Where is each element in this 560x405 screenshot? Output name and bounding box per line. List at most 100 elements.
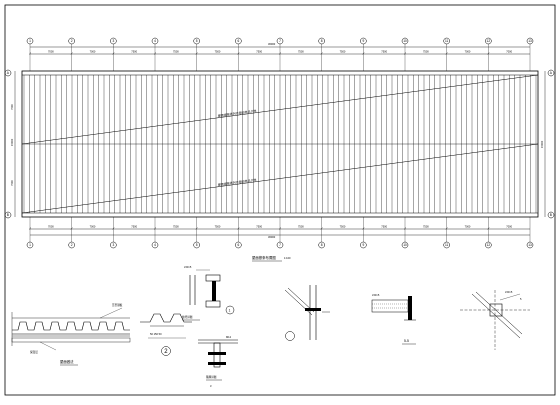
insulation-layer [11, 337, 131, 343]
detail-3-note: M12 [226, 335, 232, 339]
detail-1-web [212, 281, 216, 301]
detail-right: L50×5 5 [460, 290, 530, 350]
detail-a-plate [305, 308, 321, 311]
top-axis-bubble [68, 37, 75, 45]
detail-2-marker: 2 [164, 349, 168, 355]
left-dimension-1: 7500 [10, 104, 14, 110]
top-axis-bubble [26, 37, 34, 45]
detail-1-marker-circle [225, 305, 235, 315]
top-axis-label: 13 [528, 39, 532, 43]
top-axis-bubble [360, 37, 367, 45]
detail-a [284, 285, 330, 341]
bottom-axis-bubble [193, 241, 200, 249]
left-dimension-3: 7500 [10, 180, 14, 186]
detail-5-5-block [371, 299, 409, 313]
detail-5-5-plate [408, 296, 412, 320]
bottom-axis-bubble [151, 241, 159, 249]
row-axis-label-b-right: B [550, 213, 552, 217]
leader-line-2 [39, 341, 57, 351]
row-axis-bubble-b-right [547, 211, 555, 219]
bottom-axis-label: 9 [362, 243, 364, 247]
bay-dimension-label: 7500 [423, 50, 429, 54]
bay-dimension-label: 7500 [423, 225, 429, 229]
detail-3-plate [208, 352, 226, 355]
bottom-axis-bubble [110, 241, 117, 249]
bay-dimension-label: 7000 [506, 225, 512, 229]
bay-dimension-label: 7500 [340, 50, 346, 54]
diagonal-label-upper: 屋面钢板排列示意图参见大样 [217, 108, 256, 118]
top-axis-label: 3 [112, 39, 114, 43]
top-axis-bubble [235, 37, 242, 45]
bay-dimension-label: 7500 [340, 225, 346, 229]
detail-5-5: L50×5 5-5 [371, 293, 416, 345]
bottom-axis-label: 4 [154, 243, 156, 247]
bay-dimension-label: 7500 [298, 225, 304, 229]
detail-a-brace [284, 289, 313, 316]
top-axis-label: 9 [362, 39, 364, 43]
detail-2-marker-circle [161, 346, 171, 356]
bottom-axis-label: 11 [445, 243, 449, 247]
bottom-axis-label: 8 [321, 243, 323, 247]
detail-roof-section: 压型钢板 保温层 屋面做法 [11, 303, 131, 366]
top-axis-label: 6 [237, 39, 239, 43]
detail-1-note: L50×5 [184, 265, 192, 269]
bay-dimension-label: 7500 [173, 50, 179, 54]
top-axis-label: 2 [71, 39, 73, 43]
bottom-axis-bubble [235, 241, 242, 249]
top-axis-label: 11 [445, 39, 449, 43]
top-axis-label: 4 [154, 39, 156, 43]
top-axis-bubble [193, 37, 200, 45]
bottom-axis-bubble [401, 241, 409, 249]
bottom-axis-label: 6 [237, 243, 239, 247]
row-axis-bubble-a-left [4, 69, 12, 77]
detail-5-5-title: 5-5 [404, 339, 409, 343]
top-axis-label: 1 [29, 39, 31, 43]
top-total-dimension: 36000 [268, 42, 276, 46]
bay-dimension-label: 7500 [215, 50, 221, 54]
row-axis-bubble-b-left [4, 211, 12, 219]
top-axis-bubble [526, 37, 534, 45]
sheet-border [4, 4, 556, 396]
bottom-axis-bubble [526, 241, 534, 249]
diagonal-brace-upper [21, 74, 539, 145]
bay-dimension-label: 7000 [48, 225, 54, 229]
bottom-axis-label: 5 [196, 243, 198, 247]
bottom-axis-label: 2 [71, 243, 73, 247]
plan-scale: 1:100 [284, 256, 291, 260]
bottom-axis-bubble [360, 241, 367, 249]
bay-dimension-label: 7000 [506, 50, 512, 54]
bottom-total-dimension: 36000 [268, 235, 276, 239]
right-dimension: 15000 [540, 140, 544, 148]
bottom-axis-label: 3 [112, 243, 114, 247]
detail-right-dim: 5 [520, 297, 522, 301]
row-axis-label-a-right: A [550, 71, 553, 75]
bottom-axis-bubble [443, 241, 450, 249]
top-axis-label: 7 [279, 39, 281, 43]
profiled-steel-sheet [12, 321, 130, 331]
detail-right-brace-2 [475, 291, 523, 335]
top-axis-label: 10 [403, 39, 407, 43]
bottom-axis-label: 10 [403, 243, 407, 247]
row-axis-label-b-left: B [7, 213, 9, 217]
diagonal-label-lower: 屋面钢板排列示意图参见大样 [217, 177, 256, 187]
bay-dimension-label: 7500 [298, 50, 304, 54]
bay-dimension-label: 7500 [256, 50, 262, 54]
bottom-axis-bubble [318, 241, 325, 249]
bay-dimension-label: 7500 [256, 225, 262, 229]
detail-3-plate-2 [208, 362, 226, 365]
top-axis-label: 12 [487, 39, 491, 43]
detail-3: M12 隅撑详图 3 [198, 335, 238, 388]
detail-right-plate [489, 303, 503, 317]
bay-dimension-label: 7500 [131, 225, 137, 229]
detail-right-leader [499, 293, 521, 301]
top-axis-bubble [276, 37, 284, 45]
detail-3-title: 隅撑详图 [206, 375, 217, 379]
detail-1-plate-bottom [205, 300, 221, 308]
diagonal-brace-lower [21, 143, 539, 214]
bottom-axis-bubble [68, 241, 75, 249]
